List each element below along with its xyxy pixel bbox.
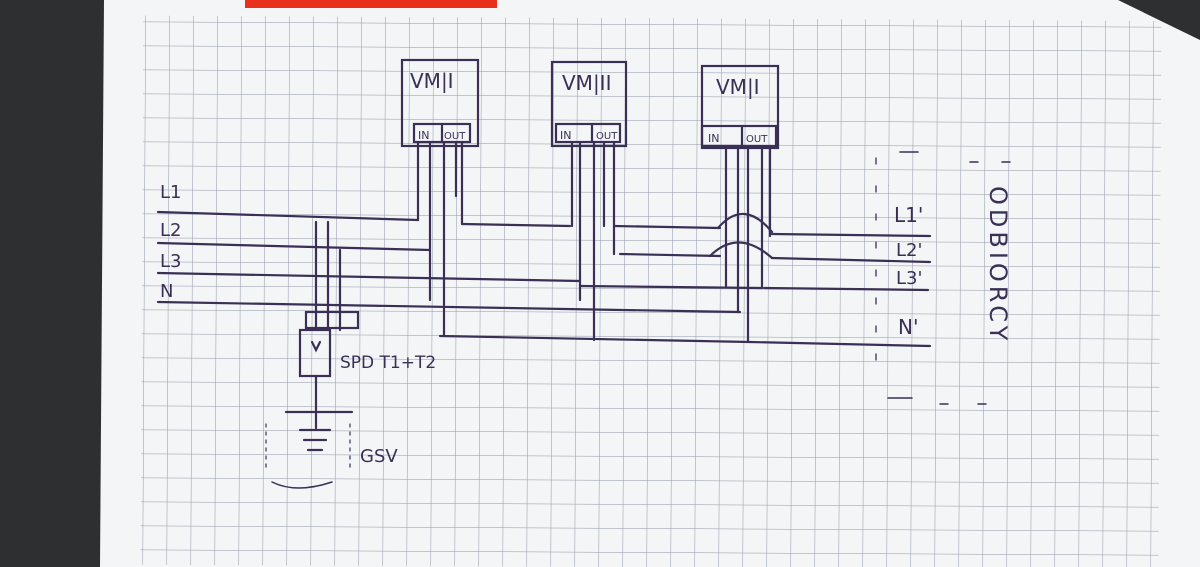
meter-2-out-label: OUT	[596, 131, 618, 142]
wire-L3-out	[762, 286, 930, 292]
meter-1-label: VM|I	[410, 69, 454, 93]
meter-2-in-label: IN	[560, 129, 571, 142]
side-text-odbiorcy: ODBIORCY	[984, 186, 1012, 344]
meter-3-in-label: IN	[708, 132, 719, 145]
input-label-n: N	[160, 281, 173, 302]
meter-3-out-label: OUT	[746, 134, 768, 145]
meter-2	[550, 60, 628, 148]
output-label-l2: L2'	[896, 240, 922, 261]
output-label-n: N'	[898, 315, 918, 339]
output-label-l1: L1'	[894, 203, 923, 227]
wire-L2-out	[770, 256, 932, 264]
red-tab	[245, 0, 497, 8]
wire-L1-in	[156, 210, 420, 222]
wire-N-out	[748, 340, 932, 348]
circuit-diagram	[156, 58, 1027, 489]
meter-1-out-label: OUT	[444, 131, 466, 142]
input-label-l2: L2	[160, 220, 181, 241]
spd-block	[298, 220, 360, 414]
wire-L1-out	[770, 232, 932, 238]
wire-L3-in	[156, 271, 582, 283]
grid-paper	[140, 15, 1162, 567]
output-label-l3: L3'	[896, 268, 922, 289]
wire-L2-in	[156, 241, 432, 252]
ground-symbol	[265, 410, 354, 489]
meter-3-label: VM|I	[716, 75, 760, 99]
input-label-l3: L3	[160, 251, 181, 272]
wire-N-in	[156, 300, 742, 314]
spd-label: SPD T1+T2	[340, 353, 436, 373]
labels-layer: VM|I IN OUT VM|II IN OUT VM|I IN OUT L1 …	[160, 69, 1012, 467]
meter-2-label: VM|II	[562, 71, 611, 95]
meter-1-in-label: IN	[418, 129, 429, 142]
meter-1	[400, 58, 480, 148]
ground-label: GSV	[360, 446, 398, 467]
input-label-l1: L1	[160, 182, 181, 203]
